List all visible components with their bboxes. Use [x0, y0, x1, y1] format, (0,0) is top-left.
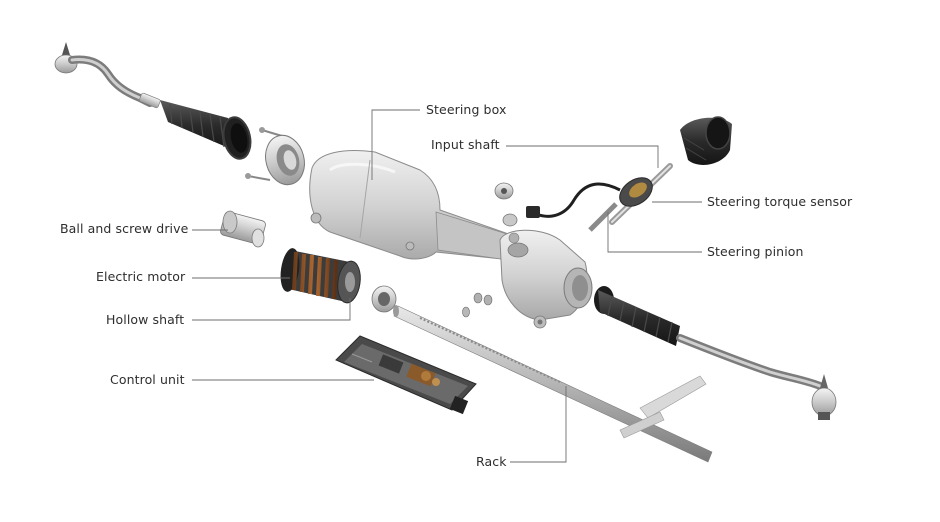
- left-bellows-boot: [160, 100, 252, 160]
- small-bolts: [462, 292, 493, 318]
- bearing-ring: [245, 127, 305, 186]
- label-steering-box: Steering box: [426, 102, 507, 117]
- label-input-shaft: Input shaft: [431, 137, 500, 152]
- steering-box-housing: [309, 150, 593, 329]
- pinion-part: [588, 202, 618, 232]
- leader-lines: [192, 109, 702, 463]
- ball-screw-drive-part: [220, 210, 266, 248]
- label-steering-torque-sensor: Steering torque sensor: [707, 194, 853, 209]
- left-tie-rod: [54, 42, 161, 109]
- leader-hollow-shaft: [192, 298, 351, 321]
- upper-boot: [680, 116, 732, 165]
- label-steering-pinion: Steering pinion: [707, 244, 804, 259]
- electric-motor-part: [280, 248, 361, 304]
- right-tie-rod: [676, 334, 837, 420]
- torque-sensor-part: [526, 177, 653, 218]
- small-nut-parts: [494, 182, 520, 244]
- hollow-shaft-part: [371, 285, 397, 313]
- label-rack: Rack: [476, 454, 507, 469]
- rack-part: [393, 305, 713, 463]
- leader-rack: [510, 386, 567, 463]
- label-hollow-shaft: Hollow shaft: [106, 312, 185, 327]
- label-ball-and-screw-drive: Ball and screw drive: [60, 221, 189, 236]
- control-unit-part: [335, 335, 477, 415]
- leader-input-shaft: [506, 145, 659, 168]
- leader-steering-pinion: [607, 212, 702, 253]
- right-bellows-boot: [594, 286, 680, 346]
- label-electric-motor: Electric motor: [96, 269, 186, 284]
- rack-bracket: [619, 375, 707, 439]
- label-control-unit: Control unit: [110, 372, 185, 387]
- leader-steering-box: [371, 109, 420, 180]
